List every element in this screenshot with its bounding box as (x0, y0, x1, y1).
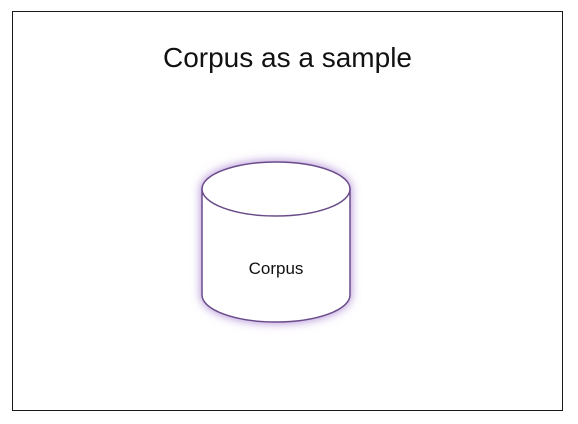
cylinder-label: Corpus (248, 259, 304, 278)
slide-title: Corpus as a sample (162, 42, 412, 73)
slide: Corpus as a sample Corpus (12, 11, 563, 411)
cylinder-body (201, 188, 351, 323)
cylinder-shape (201, 161, 351, 323)
cylinder-top (201, 161, 351, 217)
corpus-cylinder: Corpus (181, 147, 371, 357)
